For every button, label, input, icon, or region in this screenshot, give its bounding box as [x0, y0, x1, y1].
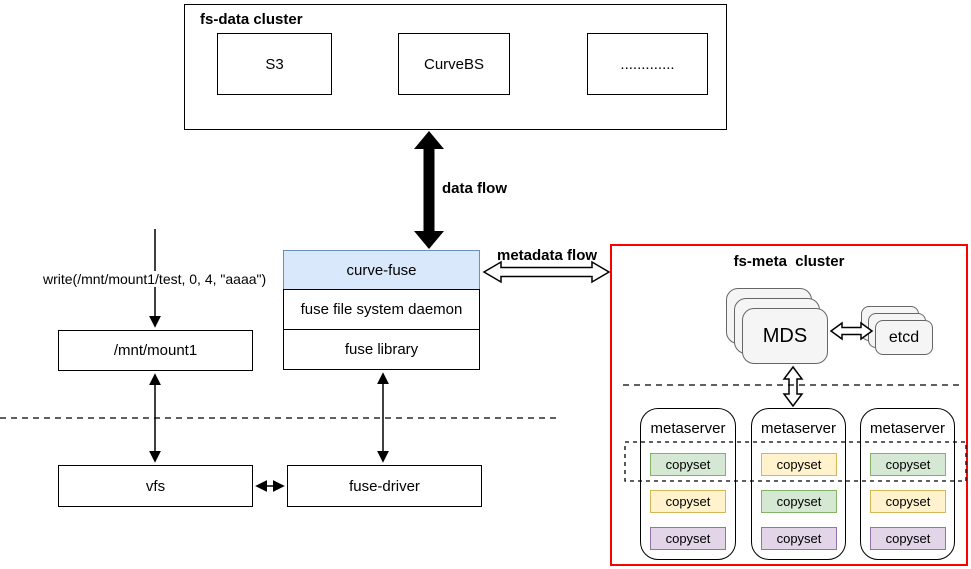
layer-curve-fuse: curve-fuse	[283, 250, 480, 290]
copyset: copyset	[650, 527, 726, 550]
node-ellipsis-label: .............	[620, 55, 675, 73]
mds-card: MDS	[742, 308, 828, 364]
node-ellipsis: .............	[587, 33, 708, 95]
metadata-flow-arrow	[482, 260, 611, 284]
mount-point-label: /mnt/mount1	[113, 342, 198, 359]
metaserver-2-label: metaserver	[760, 420, 837, 437]
metaserver-1-label: metaserver	[650, 420, 726, 437]
metaserver-2: metaserver copyset copyset copyset	[751, 408, 846, 560]
layer-fuse-library-label: fuse library	[344, 341, 419, 358]
fs-meta-cluster-title: fs-meta cluster	[733, 253, 845, 270]
data-flow-label: data flow	[442, 180, 508, 197]
fs-data-cluster-title: fs-data cluster	[200, 11, 303, 28]
vfs-label: vfs	[145, 477, 166, 495]
etcd-label: etcd	[888, 328, 920, 346]
node-curvebs: CurveBS	[398, 33, 510, 95]
node-curvebs-label: CurveBS	[423, 55, 485, 73]
copyset: copyset	[761, 527, 837, 550]
mount-point-box: /mnt/mount1	[58, 330, 253, 371]
copyset: copyset	[870, 453, 946, 476]
fuse-driver-box: fuse-driver	[287, 465, 482, 507]
copyset: copyset	[761, 490, 837, 513]
node-s3-label: S3	[265, 55, 284, 73]
write-call-label: write(/mnt/mount1/test, 0, 4, "aaaa")	[41, 271, 269, 287]
metaserver-1: metaserver copyset copyset copyset	[640, 408, 736, 560]
metadata-flow-label: metadata flow	[497, 247, 598, 264]
etcd-card: etcd	[875, 320, 933, 355]
layer-curve-fuse-label: curve-fuse	[346, 261, 417, 279]
copyset: copyset	[650, 453, 726, 476]
layer-fuse-daemon: fuse file system daemon	[283, 289, 480, 330]
fuse-driver-label: fuse-driver	[349, 477, 420, 495]
data-flow-arrow	[414, 131, 444, 249]
vfs-box: vfs	[58, 465, 253, 507]
metaserver-3-label: metaserver	[869, 420, 946, 437]
layer-fuse-daemon-label: fuse file system daemon	[300, 301, 463, 318]
copyset: copyset	[870, 527, 946, 550]
copyset: copyset	[650, 490, 726, 513]
layer-fuse-library: fuse library	[283, 329, 480, 370]
mds-label: MDS	[762, 324, 808, 347]
metaserver-3: metaserver copyset copyset copyset	[860, 408, 955, 560]
copyset: copyset	[870, 490, 946, 513]
copyset: copyset	[761, 453, 837, 476]
node-s3: S3	[217, 33, 332, 95]
